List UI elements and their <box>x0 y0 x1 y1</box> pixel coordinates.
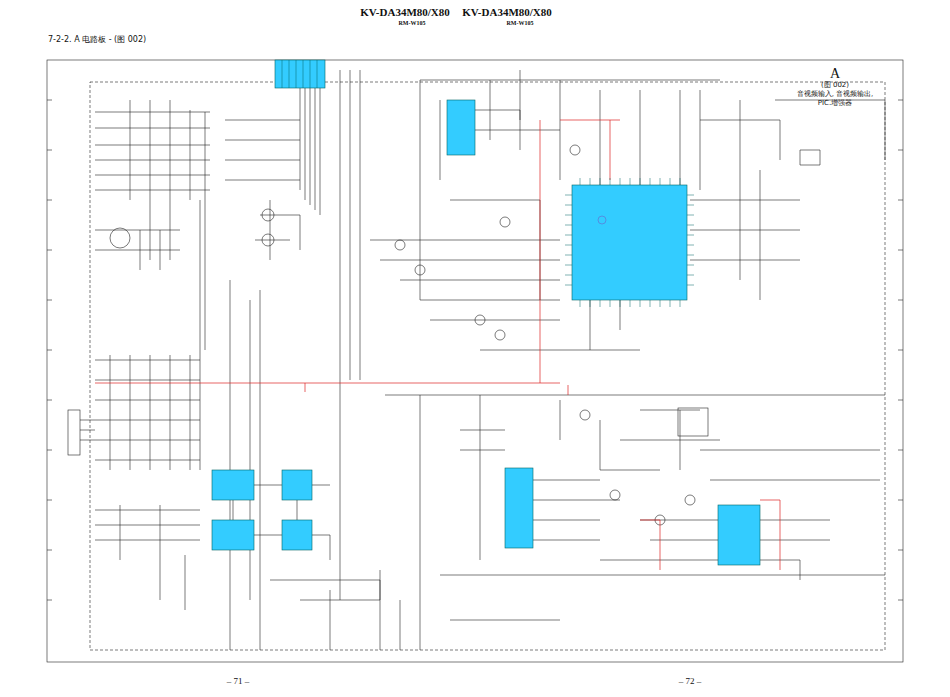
page-number: – 72 – <box>679 677 702 687</box>
remote-model: RM-W105 <box>399 20 426 27</box>
model-number: KV-DA34M80/X80 <box>462 6 552 18</box>
board-note: (图 002) <box>821 82 849 90</box>
page-number: – 71 – <box>227 677 250 687</box>
section-title: 7-2-2. A 电路板 - (图 002) <box>48 36 146 45</box>
board-note: 音视频输入, 音视频输出, <box>797 91 874 99</box>
model-number: KV-DA34M80/X80 <box>360 6 450 18</box>
board-letter: A <box>830 66 840 81</box>
remote-model: RM-W105 <box>507 20 534 27</box>
board-note: PIC.增强器 <box>818 100 852 108</box>
